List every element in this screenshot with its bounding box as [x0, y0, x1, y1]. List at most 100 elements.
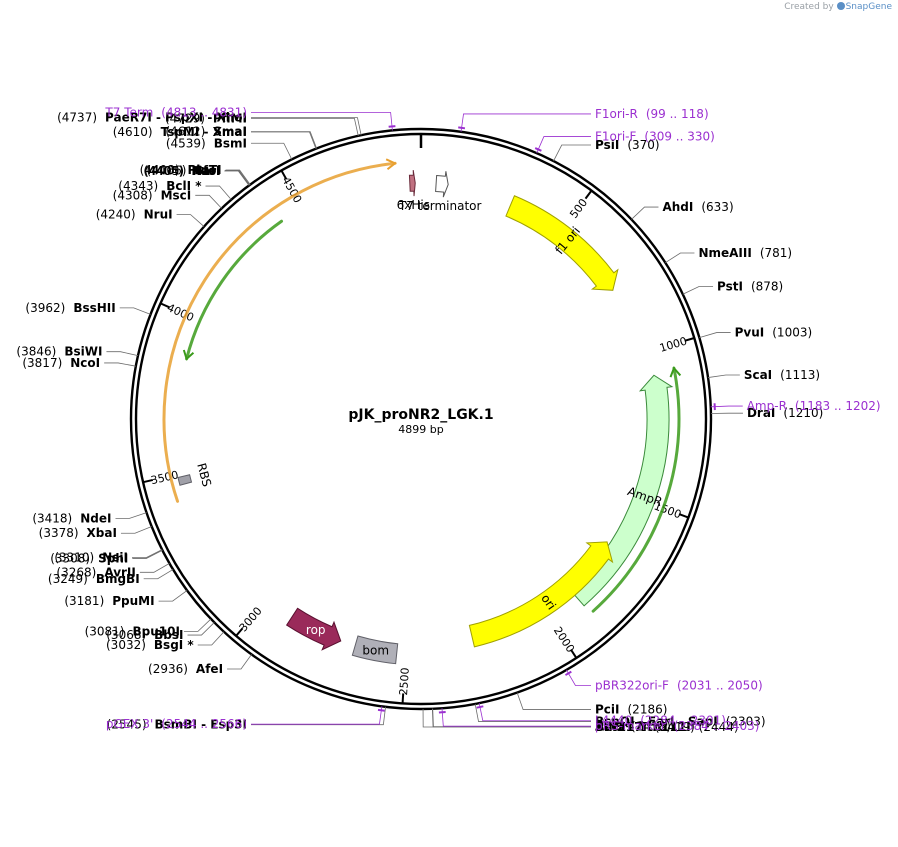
site-part: (1113)	[780, 368, 820, 382]
site-label[interactable]: (3249)BmgBI	[48, 572, 140, 586]
site-label[interactable]: (4408)PluTI	[140, 163, 222, 177]
site-label[interactable]: PciI(2186)	[595, 703, 667, 717]
site-label[interactable]: (3378)XbaI	[39, 526, 117, 540]
orf-green-left-arrowhead	[182, 349, 195, 361]
feature-rbs[interactable]	[177, 474, 193, 486]
site-leader	[631, 206, 659, 220]
site-label[interactable]: (3181)PpuMI	[64, 594, 154, 608]
primer-label[interactable]: pBR322ori-F(2031 .. 2050)	[595, 678, 763, 692]
site-part: BsiWI	[64, 345, 102, 359]
site-label[interactable]: PflFI - Tth111I(2444)	[595, 720, 739, 734]
site-label[interactable]: (4308)MscI	[113, 188, 192, 202]
site-label[interactable]: (3846)BsiWI	[16, 345, 102, 359]
site-label[interactable]: (3081)Bpu10I	[85, 624, 180, 638]
site-label[interactable]: NmeAIII(781)	[698, 246, 792, 260]
site-label[interactable]: (4612)SmaI	[165, 125, 247, 139]
primer-label[interactable]: L4440(2284 .. 2301)	[595, 714, 726, 728]
site-part: (370)	[627, 138, 659, 152]
site-part: (3068)	[106, 628, 146, 642]
primer-label[interactable]: pGEX 3' (2544 .. 2566)	[106, 717, 247, 731]
site-label[interactable]: PstI(878)	[717, 279, 783, 293]
site-label[interactable]: (4539)BsmI	[166, 136, 247, 150]
scale-tick-label: 3000	[237, 605, 265, 635]
site-part: PstI	[717, 279, 743, 293]
primer-label[interactable]: T7 Term(4813 .. 4831)	[104, 106, 247, 120]
site-label[interactable]: BstZ17I(2419)	[595, 720, 695, 734]
primer-label[interactable]: pRS-marker(2384 .. 2403)	[595, 719, 759, 733]
primer-name: Amp-R	[747, 399, 787, 413]
site-label[interactable]: (2936)AfeI	[148, 662, 223, 676]
feature-rop[interactable]	[285, 607, 342, 651]
site-label[interactable]: (3310)NsiI	[54, 551, 128, 565]
orf-green-right-arrowhead	[669, 366, 682, 378]
feature-ori[interactable]	[468, 541, 614, 648]
primer-leader	[460, 113, 591, 132]
site-leader	[120, 526, 152, 534]
primer-range: (99 .. 118)	[646, 107, 709, 121]
site-part: XbaI	[87, 526, 117, 540]
site-leader	[553, 144, 591, 162]
primer-label[interactable]: Amp-R (1183 .. 1202)	[747, 399, 881, 413]
snapgene-logo-icon	[836, 2, 845, 10]
site-part: BbsI	[154, 628, 183, 642]
primer-name: pGEX 3'	[106, 717, 153, 731]
site-label[interactable]: AhdI(633)	[662, 200, 733, 214]
site-part: (4729)	[165, 111, 205, 125]
site-label[interactable]: (4406)SfoI	[146, 164, 220, 178]
primer-leader	[251, 706, 383, 725]
site-label[interactable]: (3268)AvrII	[56, 565, 135, 579]
primer-leader	[251, 112, 393, 131]
site-part: (1210)	[783, 406, 823, 420]
feature-t7term[interactable]	[435, 171, 449, 198]
orf-green-left-arc	[185, 219, 284, 361]
site-part: (3308)	[50, 551, 90, 565]
site-label[interactable]: (3032)BsgI *	[106, 638, 194, 652]
site-label[interactable]: BspQI - EarI - SapI(2303)	[595, 715, 766, 729]
site-label[interactable]: ScaI(1113)	[744, 368, 820, 382]
site-label[interactable]: PvuI(1003)	[735, 326, 813, 340]
feature-label-rop: rop	[306, 623, 326, 637]
site-label[interactable]: (4404)KasI	[143, 164, 220, 178]
site-part: (781)	[760, 246, 792, 260]
site-label[interactable]: (3068) BbsI	[106, 628, 183, 642]
primer-range: (1183 .. 1202)	[795, 399, 881, 413]
site-part: PaeR7I - PspXI - XhoI	[105, 111, 247, 125]
primer-label[interactable]: F1ori-F(309 .. 330)	[595, 130, 715, 144]
feature-label-his: 6xHis	[397, 198, 430, 212]
site-label[interactable]: (3962)BssHII	[25, 301, 115, 315]
site-label[interactable]: (4737)PaeR7I - PspXI - XhoI	[57, 111, 247, 125]
site-part: (3418)	[32, 511, 72, 525]
site-label[interactable]: AccI(2418)	[595, 720, 671, 734]
orf-green-right-arc	[591, 366, 681, 613]
site-label[interactable]: DraI (1210)	[747, 406, 823, 420]
site-part: (4539)	[166, 136, 206, 150]
site-label[interactable]: (2545)BsmBI - Esp3I	[107, 718, 247, 732]
site-label[interactable]: (3308)SphI	[50, 551, 128, 565]
site-part: AccI	[595, 720, 623, 734]
site-part: (4343)	[118, 179, 158, 193]
feature-f1ori[interactable]	[505, 195, 619, 291]
feature-bom[interactable]	[351, 635, 399, 665]
site-part: DraI	[747, 406, 775, 420]
site-part: KasI	[191, 164, 220, 178]
feature-his[interactable]	[408, 170, 416, 197]
site-leader	[251, 706, 386, 726]
credit-brand: SnapGene	[845, 2, 892, 12]
scale-tick-label: 3500	[150, 468, 180, 487]
primer-range: (2544 .. 2566)	[161, 717, 247, 731]
site-label[interactable]: (3418)NdeI	[32, 511, 111, 525]
site-label[interactable]: PsiI(370)	[595, 138, 660, 152]
credit-prefix: Created by	[784, 2, 834, 12]
primer-label[interactable]: F1ori-R(99 .. 118)	[595, 107, 709, 121]
feature-label-bom: bom	[362, 644, 389, 658]
site-label[interactable]: (4610)TspMI - XmaI	[113, 125, 247, 139]
site-leader	[183, 618, 212, 632]
site-label[interactable]: (3817)NcoI	[22, 356, 100, 370]
site-label[interactable]: (4405)NarI	[144, 164, 220, 178]
site-label[interactable]: (4343)BclI *	[118, 179, 202, 193]
orf-orange-left-arrowhead	[385, 158, 397, 171]
site-label[interactable]: (4240)NruI	[96, 208, 173, 222]
site-label[interactable]: (4729)PflMI	[165, 111, 247, 125]
site-leader	[431, 708, 591, 728]
scale-tick	[570, 649, 578, 659]
